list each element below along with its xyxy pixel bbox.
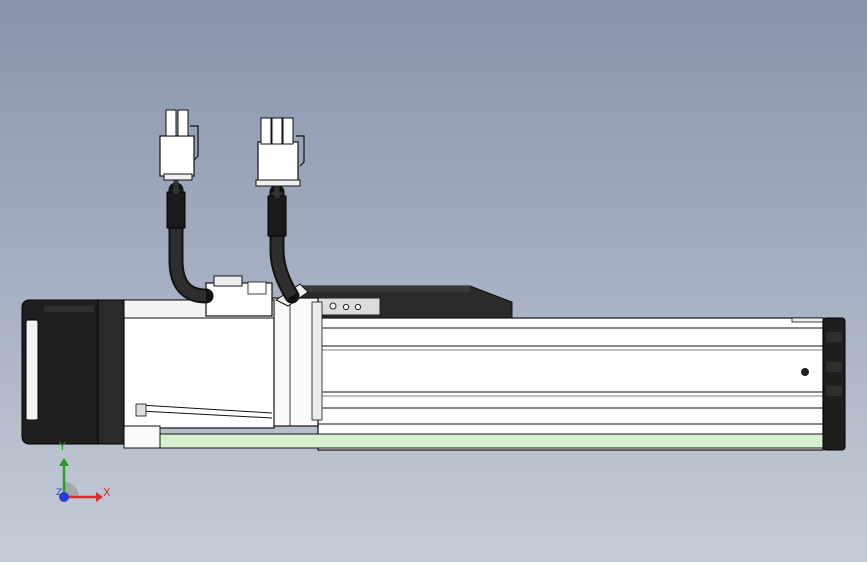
screw-icon [801, 368, 809, 376]
mount-hole-icon [329, 302, 337, 310]
encoder-connector-plug[interactable] [255, 117, 305, 187]
x-axis-label: X [103, 486, 111, 499]
power-cable[interactable] [166, 176, 214, 304]
servo-motor-body[interactable] [123, 299, 275, 449]
rail-highlight-face[interactable] [157, 433, 824, 449]
end-cap[interactable] [822, 317, 846, 451]
encoder-cover[interactable] [21, 299, 125, 445]
power-connector-plug[interactable] [159, 109, 199, 181]
rail-body[interactable] [317, 317, 824, 451]
y-axis-label: Y [59, 440, 66, 453]
mount-hole-icon [354, 303, 362, 311]
mount-hole-icon [342, 303, 350, 311]
encoder-cable[interactable] [267, 182, 300, 304]
z-axis-arrow-icon [59, 492, 69, 502]
motor-flange[interactable] [271, 297, 323, 427]
z-axis-label: Z [56, 488, 63, 498]
coordinate-triad [59, 458, 103, 502]
carriage-block[interactable] [299, 285, 513, 319]
